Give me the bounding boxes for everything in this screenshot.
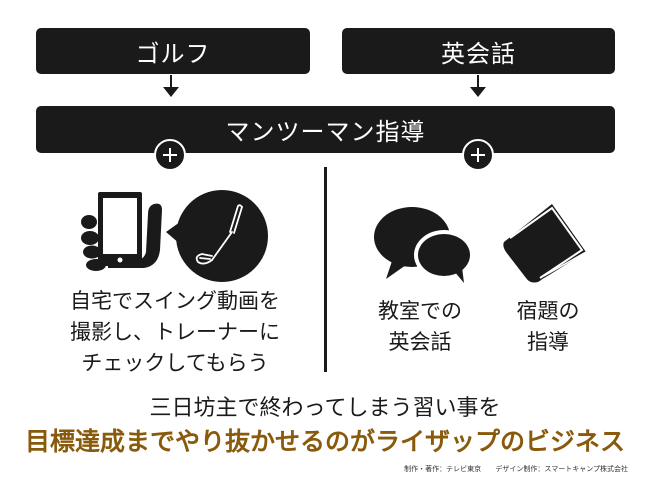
plus-icon (154, 139, 186, 171)
production-credit: 制作・著作：テレビ東京 (404, 465, 482, 473)
book-icon (503, 204, 587, 283)
caption-line: 英会話 (388, 330, 452, 354)
left-caption: 自宅でスイング動画を 撮影し、トレーナーに チェックしてもらう (40, 286, 310, 379)
golf-box: ゴルフ (36, 28, 310, 74)
homework-caption: 宿題の 指導 (500, 296, 596, 358)
smartphone-in-hand-icon (81, 192, 162, 271)
arrow-down-icon (470, 75, 486, 99)
plus-icon (462, 139, 494, 171)
caption-line: 教室での (378, 299, 462, 323)
section-divider (324, 167, 327, 372)
golf-label: ゴルフ (135, 39, 211, 68)
caption-line: 宿題の (516, 299, 580, 323)
tagline-line-2: 目標達成までやり抜かせるのがライザップのビジネス (24, 427, 625, 456)
caption-line: 撮影し、トレーナーに (70, 320, 280, 344)
design-credit: デザイン制作：スマートキャンプ株式会社 (495, 465, 628, 473)
caption-line: 自宅でスイング動画を (70, 289, 280, 313)
one-on-one-coaching-box: マンツーマン指導 (36, 106, 615, 153)
caption-line: 指導 (527, 330, 569, 354)
english-conversation-label: 英会話 (441, 39, 516, 68)
credits: 制作・著作：テレビ東京 デザイン制作：スマートキャンプ株式会社 (392, 464, 628, 474)
arrow-down-icon (163, 75, 179, 99)
golf-club-speech-bubble-icon (166, 190, 268, 282)
caption-line: チェックしてもらう (81, 351, 269, 375)
classroom-caption: 教室での 英会話 (362, 296, 478, 358)
english-conversation-box: 英会話 (342, 28, 615, 74)
speech-bubbles-icon (374, 207, 474, 283)
tagline-line-1: 三日坊主で終わってしまう習い事を (149, 396, 501, 421)
one-on-one-coaching-label: マンツーマン指導 (225, 118, 426, 146)
